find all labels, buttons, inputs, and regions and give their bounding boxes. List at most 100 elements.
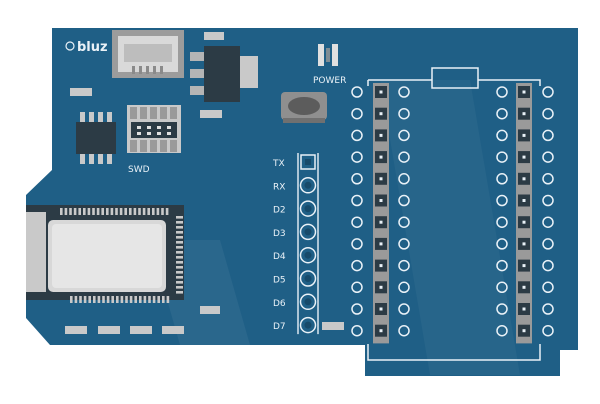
through-hole-pad bbox=[542, 303, 554, 315]
through-hole-pad bbox=[398, 194, 410, 207]
through-hole-pad bbox=[398, 238, 410, 250]
module-pin bbox=[176, 216, 183, 219]
module-pin bbox=[93, 296, 96, 303]
module-pin bbox=[165, 208, 169, 215]
through-hole-pad bbox=[496, 324, 508, 337]
smd-pad bbox=[70, 88, 92, 96]
through-hole-pad bbox=[496, 86, 508, 98]
through-hole-pad bbox=[542, 86, 554, 98]
module-pin bbox=[176, 231, 183, 234]
smd-pad bbox=[200, 110, 222, 118]
module-pin bbox=[106, 296, 110, 303]
through-hole-pad bbox=[398, 303, 410, 315]
pin-label: TX bbox=[272, 159, 285, 169]
swd-label: SWD bbox=[128, 165, 150, 175]
module-pin bbox=[83, 208, 86, 215]
through-hole-pad bbox=[351, 281, 363, 294]
through-hole-pad bbox=[542, 238, 554, 250]
module-pin bbox=[106, 208, 109, 215]
through-hole-pad bbox=[351, 129, 363, 142]
pin-label: D4 bbox=[273, 252, 286, 262]
module-pin bbox=[119, 208, 123, 215]
module-pin bbox=[87, 208, 91, 215]
module-pin bbox=[134, 296, 137, 303]
through-hole-pad bbox=[351, 303, 363, 315]
module-pin bbox=[176, 241, 183, 244]
bottom-pads bbox=[65, 306, 344, 334]
module-pin bbox=[73, 208, 77, 215]
through-hole-pad bbox=[398, 216, 410, 228]
module-pin bbox=[101, 208, 104, 215]
through-hole-pad bbox=[351, 151, 363, 163]
pin-pad bbox=[299, 200, 317, 217]
pin-label: D7 bbox=[273, 322, 286, 332]
module-pin bbox=[152, 296, 156, 303]
through-hole-pad bbox=[496, 238, 508, 250]
module-pin bbox=[176, 286, 183, 289]
logo-mark-icon bbox=[65, 41, 75, 51]
module-pin bbox=[156, 208, 160, 215]
through-hole-pad bbox=[496, 173, 508, 185]
power-led bbox=[318, 44, 338, 66]
socket-outline bbox=[367, 67, 541, 361]
pin-pad-square bbox=[300, 154, 316, 170]
module-pin bbox=[74, 296, 78, 303]
module-pin bbox=[110, 208, 114, 215]
module-pin bbox=[152, 208, 155, 215]
pin-hole bbox=[304, 321, 312, 329]
module-pin bbox=[162, 296, 165, 303]
logo-text: bluz bbox=[77, 40, 108, 55]
bluz-logo: bluz bbox=[65, 40, 108, 55]
module-pin bbox=[176, 226, 183, 229]
left-socket-header bbox=[351, 83, 410, 344]
module-pin bbox=[88, 296, 91, 303]
module-pin bbox=[176, 236, 183, 239]
reset-button bbox=[281, 92, 327, 123]
module-pin bbox=[176, 221, 183, 224]
pin-hole bbox=[304, 181, 312, 189]
through-hole-pad bbox=[542, 194, 554, 207]
through-hole-pad bbox=[398, 129, 410, 142]
module-pin bbox=[176, 291, 183, 294]
module-pin bbox=[176, 261, 183, 264]
pin-pad bbox=[299, 246, 317, 264]
through-hole-pad bbox=[398, 151, 410, 163]
through-hole-pad bbox=[351, 259, 363, 272]
through-hole-pad bbox=[398, 107, 410, 120]
through-hole-pad bbox=[398, 173, 410, 185]
through-hole-pad bbox=[351, 216, 363, 228]
module-pin bbox=[78, 208, 81, 215]
pin-label: RX bbox=[273, 182, 285, 192]
pin-label: D2 bbox=[273, 206, 286, 216]
through-hole-pad bbox=[496, 281, 508, 294]
through-hole-pad bbox=[542, 129, 554, 142]
module-pin bbox=[129, 208, 132, 215]
pin-label: D5 bbox=[273, 276, 286, 286]
through-hole-pad bbox=[351, 324, 363, 337]
module-pin bbox=[176, 251, 183, 254]
through-hole-pad bbox=[351, 238, 363, 250]
voltage-regulator bbox=[190, 46, 258, 102]
through-hole-pad bbox=[542, 281, 554, 294]
module-pin bbox=[161, 208, 164, 215]
swd-header bbox=[127, 105, 181, 153]
module-pin bbox=[176, 246, 183, 249]
through-hole-pad bbox=[542, 173, 554, 185]
module-pin bbox=[176, 271, 183, 274]
soic-chip bbox=[76, 112, 116, 164]
module-pin bbox=[124, 208, 127, 215]
module-pin bbox=[120, 296, 124, 303]
module-pin bbox=[125, 296, 128, 303]
module-pin bbox=[97, 296, 101, 303]
through-hole-pad bbox=[496, 216, 508, 228]
module-pin bbox=[64, 208, 68, 215]
module-pin bbox=[147, 208, 150, 215]
through-hole-pad bbox=[351, 107, 363, 120]
module-pin bbox=[138, 208, 141, 215]
pin-hole bbox=[304, 251, 312, 259]
module-pin bbox=[139, 296, 142, 303]
through-hole-pad bbox=[496, 194, 508, 207]
through-hole-pad bbox=[542, 259, 554, 272]
through-hole-pad bbox=[398, 281, 410, 294]
